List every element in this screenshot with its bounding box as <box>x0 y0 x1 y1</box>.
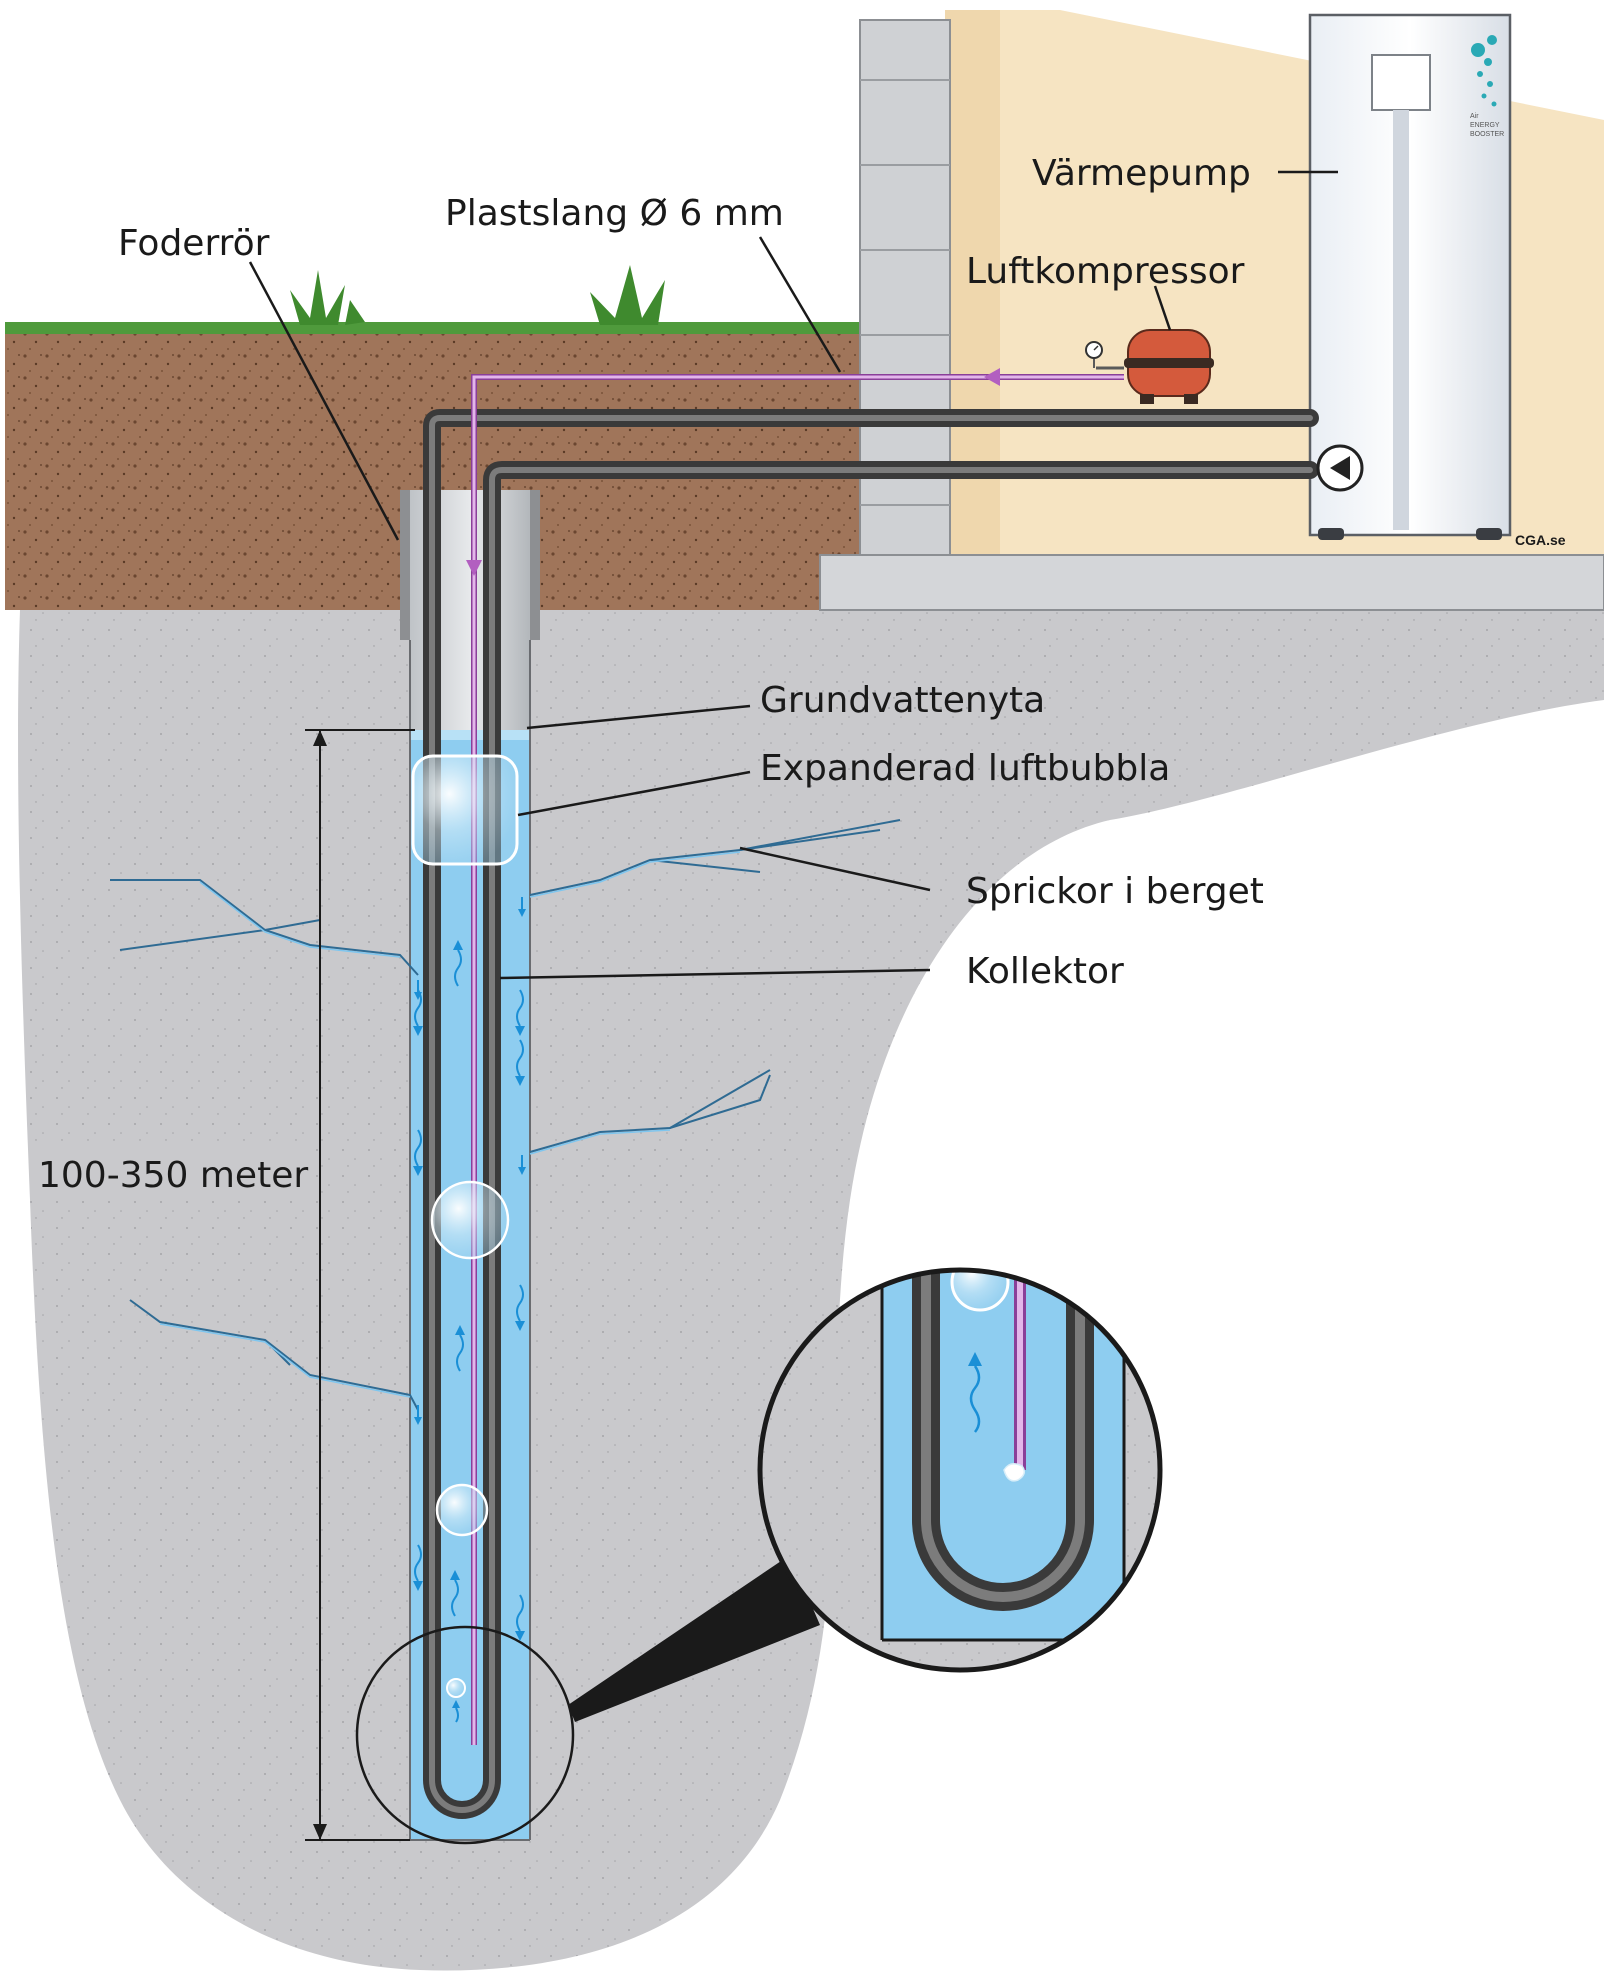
flow-down-arrow-icon <box>515 1284 525 1331</box>
flow-down-arrow-icon <box>413 1544 423 1591</box>
label-grundvattenyta: Grundvattenyta <box>760 680 1045 721</box>
zoom-detail <box>757 1267 1163 1673</box>
air-bubbles <box>411 754 519 1698</box>
leader-lines <box>248 170 1338 980</box>
casing-pipe <box>400 490 540 730</box>
air-compressor-icon <box>1085 329 1214 404</box>
depth-dimension <box>305 729 415 1841</box>
label-kollektor: Kollektor <box>966 951 1124 992</box>
flow-down-arrow-icon <box>515 1594 525 1641</box>
brand-text-3: BOOSTER <box>1470 131 1504 138</box>
flow-down-arrow-icon <box>413 1129 423 1176</box>
label-plastslang: Plastslang Ø 6 mm <box>445 193 784 234</box>
magnifier-connector <box>355 1555 820 1845</box>
bedrock <box>18 610 1604 1971</box>
fracture-water-highlights <box>159 851 741 1398</box>
label-foderror: Foderrör <box>118 223 270 264</box>
fracture-inflow-arrow-icon <box>414 1405 422 1425</box>
flow-up-arrow-icon <box>452 1700 460 1723</box>
flow-down-arrow-icon <box>413 989 423 1036</box>
brand-logo-icon <box>1471 35 1497 107</box>
flow-down-arrow-icon <box>515 989 525 1036</box>
brand-text-1: Air <box>1470 113 1479 120</box>
rock-fractures <box>110 819 901 1411</box>
label-expanderad-luftbubbla: Expanderad luftbubbla <box>760 748 1170 789</box>
flow-up-arrow-icon <box>453 940 463 987</box>
grass-icon <box>290 265 665 325</box>
water-flow-arrows <box>413 897 526 1723</box>
fracture-inflow-arrow-icon <box>414 980 422 1000</box>
expanded-bubble <box>411 754 519 866</box>
flow-up-arrow-icon <box>455 1325 465 1372</box>
air-direction-arrow-icon <box>984 368 1000 386</box>
label-luftkompressor: Luftkompressor <box>966 251 1245 292</box>
brand-text-2: ENERGY <box>1470 122 1500 129</box>
depth-label: 100-350 meter <box>38 1155 308 1196</box>
credit-label: CGA.se <box>1515 532 1566 548</box>
label-sprickor: Sprickor i berget <box>966 871 1264 912</box>
fracture-inflow-arrow-icon <box>518 897 526 917</box>
collector-pipe <box>423 409 1319 1819</box>
flow-up-arrow-icon <box>450 1570 460 1617</box>
label-varmepump: Värmepump <box>1032 153 1251 194</box>
flow-down-arrow-icon <box>515 1039 525 1086</box>
circulation-pump-icon <box>1316 444 1364 492</box>
air-tube <box>466 368 1124 1745</box>
air-down-arrow-icon <box>466 560 482 576</box>
fracture-inflow-arrow-icon <box>518 1155 526 1175</box>
